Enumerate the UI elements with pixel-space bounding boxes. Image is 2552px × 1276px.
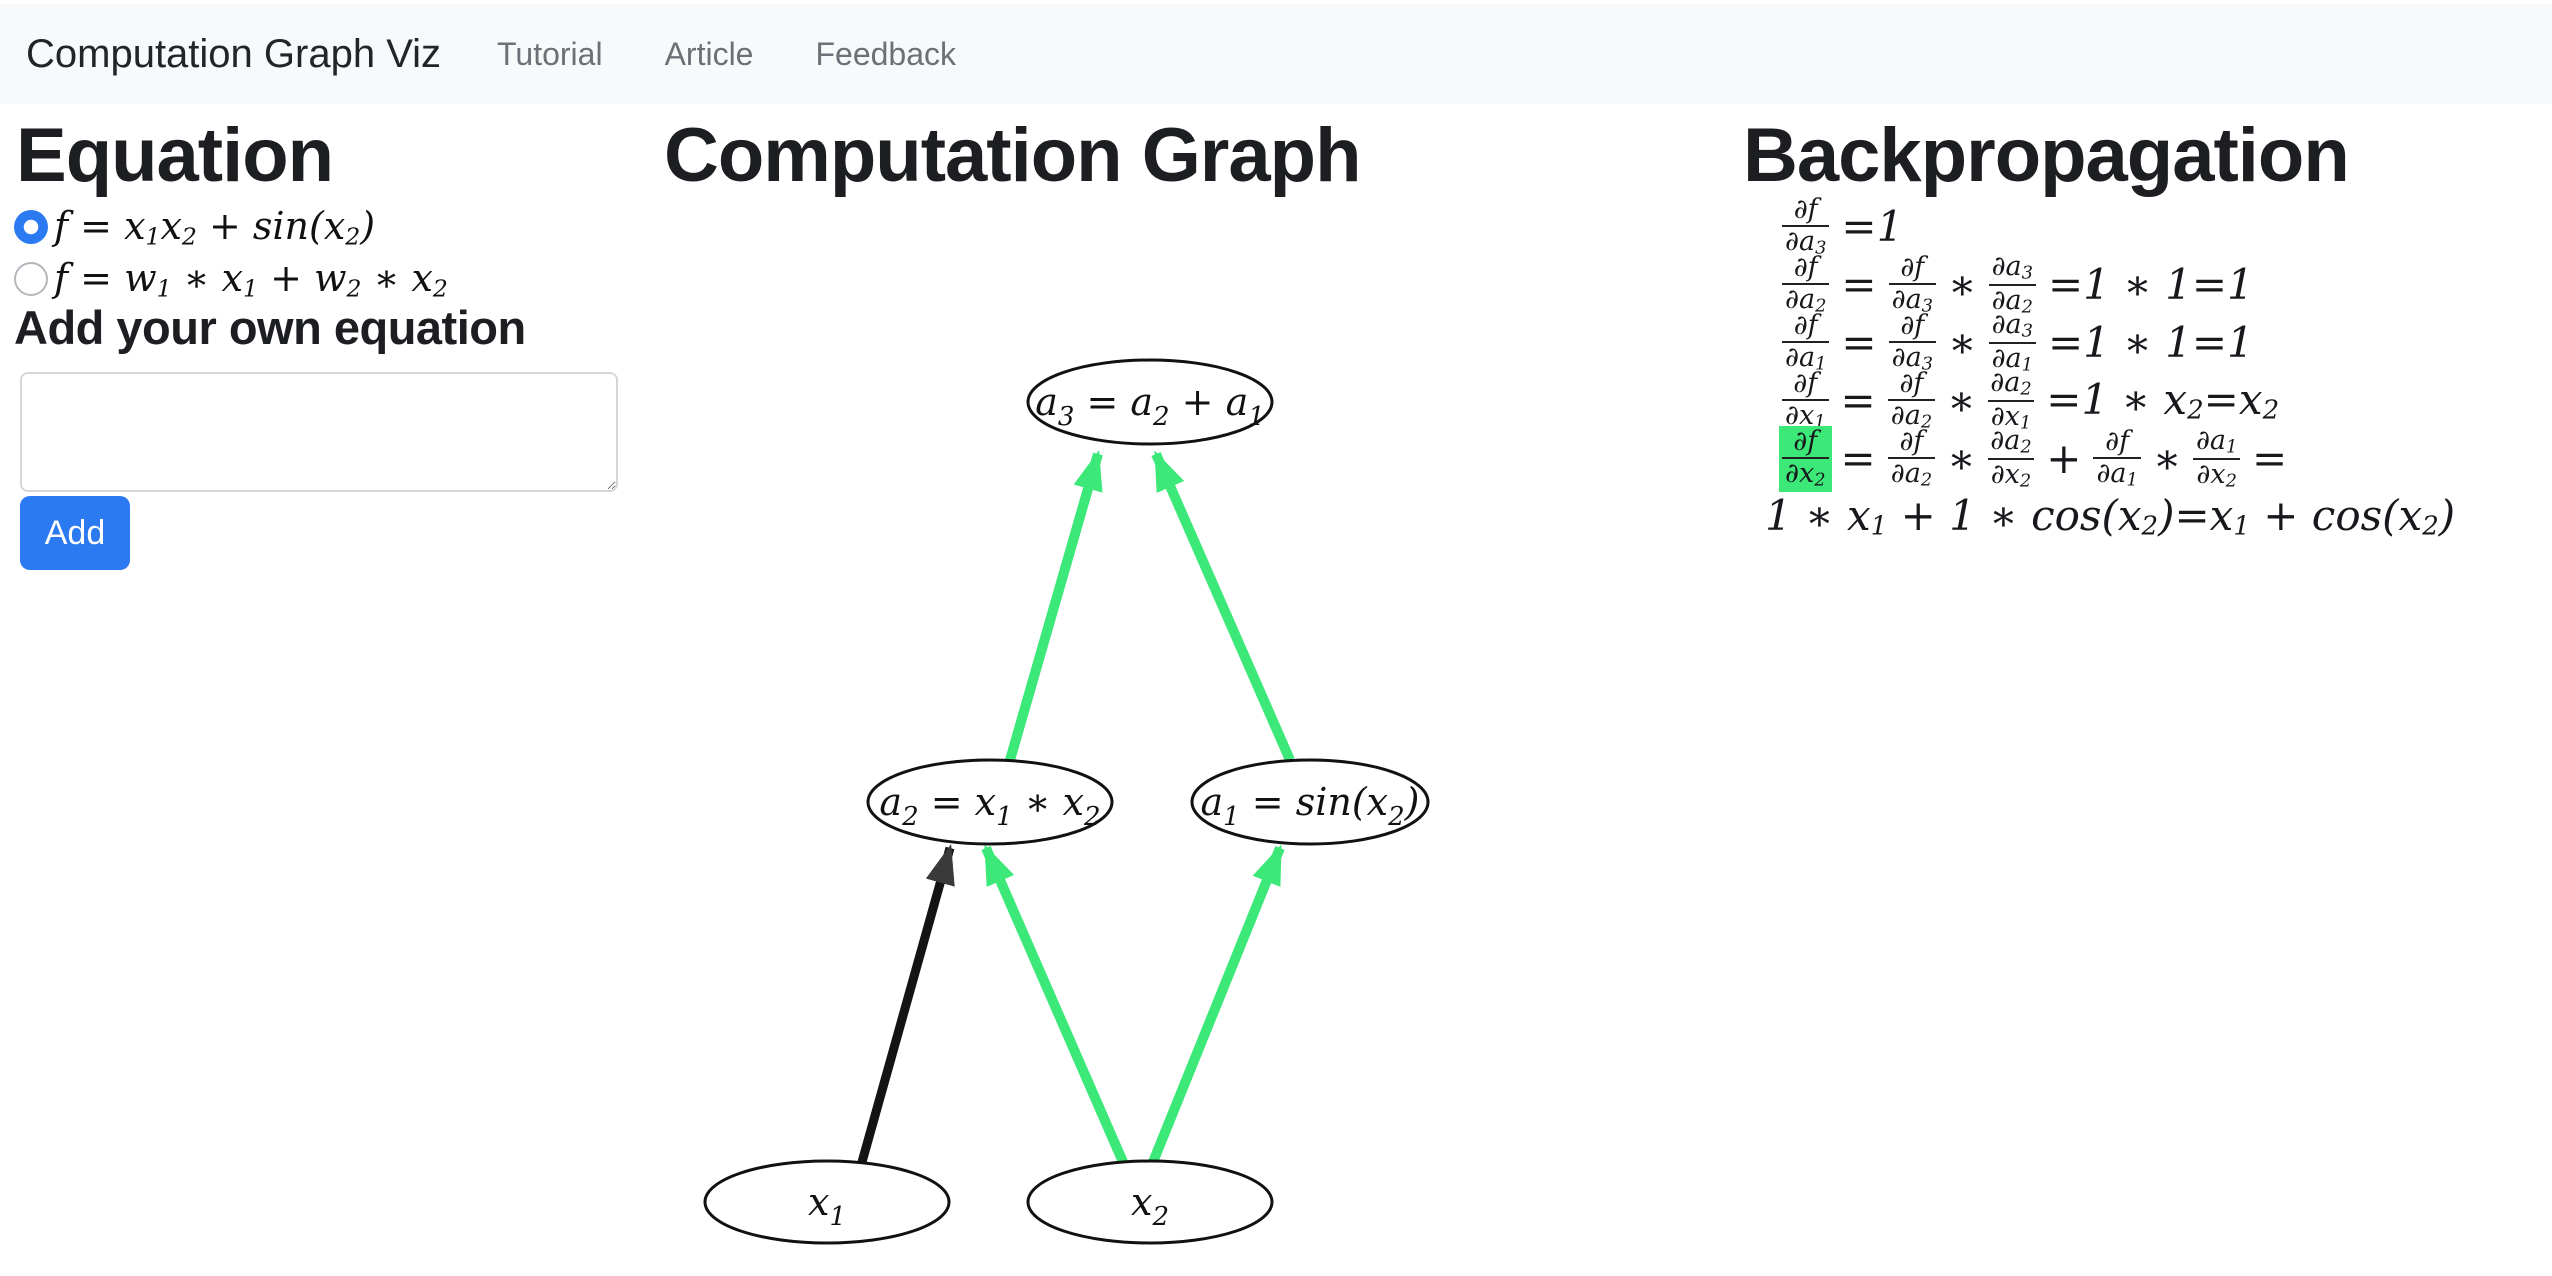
computation-graph-svg: a3 = a2 + a1 a2 = x1 ∗ x2 a1 = sin(x2) x1 x2 — [703, 358, 1430, 1245]
graph-node-label: a2 = x1 ∗ x2 — [879, 780, 1100, 832]
backprop-equations: ∂f∂a3=1∂f∂a2=∂f∂a3∗∂a3∂a2=1 ∗ 1=1∂f∂a1=∂… — [1765, 194, 2455, 546]
backprop-fraction: ∂f∂a2 — [1779, 252, 1832, 318]
add-equation-heading: Add your own equation — [14, 301, 526, 354]
navbar-links: Tutorial Article Feedback — [497, 36, 956, 73]
backprop-text: =1 ∗ 1=1 — [2047, 260, 2254, 309]
backprop-text: 1 ∗ x1 + 1 ∗ cos(x2)=x1 + cos(x2) — [1765, 490, 2456, 542]
backprop-text: = — [1840, 434, 1876, 483]
backprop-fraction: ∂f∂a3 — [1779, 194, 1832, 260]
backprop-fraction: ∂f∂a1 — [1779, 310, 1832, 376]
main-content: Equation f = x1x2 + sin(x2) f = w1 ∗ x1 … — [0, 104, 2552, 1272]
navbar: Computation Graph Viz Tutorial Article F… — [0, 4, 2552, 104]
backprop-fraction: ∂a3∂a2 — [1986, 251, 2039, 318]
backprop-line-3: ∂f∂a1=∂f∂a3∗∂a3∂a1=1 ∗ 1=1 — [1779, 310, 2455, 375]
equation-option-1-label[interactable]: f = x1x2 + sin(x2) — [54, 203, 376, 251]
equation-input[interactable] — [20, 372, 618, 492]
equation-option-2-label[interactable]: f = w1 ∗ x1 + w2 ∗ x2 — [54, 255, 448, 303]
backprop-line-5: ∂f∂x2=∂f∂a2∗∂a2∂x2+∂f∂a1∗∂a1∂x2= — [1779, 426, 2455, 492]
backprop-text: ∗ — [1947, 434, 1976, 483]
backprop-text: = — [2251, 434, 2288, 483]
backprop-text: = — [1840, 376, 1876, 425]
graph-node-label: a1 = sin(x2) — [1201, 780, 1420, 832]
graph-edge-x2-a2 — [981, 844, 1128, 1164]
equation-option-1[interactable]: f = x1x2 + sin(x2) — [14, 202, 375, 252]
backprop-fraction: ∂a2∂x1 — [1985, 367, 2038, 434]
backprop-fraction: ∂f∂x1 — [1779, 368, 1832, 434]
backprop-fraction-highlighted: ∂f∂x2 — [1779, 426, 1832, 492]
graph-node-label: x1 — [808, 1180, 846, 1232]
nav-link-article[interactable]: Article — [664, 35, 754, 72]
graph-panel-title: Computation Graph — [664, 113, 1362, 198]
backprop-text: ∗ — [1947, 376, 1976, 425]
graph-edge-x1-a2 — [857, 844, 955, 1164]
backprop-text: =1 ∗ 1=1 — [2047, 318, 2254, 367]
backprop-line-4: ∂f∂x1=∂f∂a2∗∂a2∂x1=1 ∗ x2=x2 — [1779, 368, 2455, 433]
backprop-fraction: ∂a1∂x2 — [2190, 425, 2243, 492]
graph-edge-a2-a3 — [1005, 450, 1103, 762]
graph-node-a3[interactable]: a3 = a2 + a1 — [1026, 358, 1274, 446]
backprop-text: ∗ — [2152, 434, 2182, 483]
graph-node-x2[interactable]: x2 — [1026, 1159, 1274, 1245]
backprop-line-6: 1 ∗ x1 + 1 ∗ cos(x2)=x1 + cos(x2) — [1765, 488, 2455, 546]
backprop-panel-title: Backpropagation — [1743, 113, 2350, 198]
graph-node-a1[interactable]: a1 = sin(x2) — [1190, 758, 1430, 846]
backprop-text: = — [1841, 260, 1877, 309]
equation-option-2[interactable]: f = w1 ∗ x1 + w2 ∗ x2 — [14, 254, 448, 304]
nav-link-feedback[interactable]: Feedback — [815, 35, 956, 72]
backprop-fraction: ∂f∂a2 — [1885, 368, 1938, 434]
backprop-text: ∗ — [1948, 318, 1977, 367]
graph-node-x1[interactable]: x1 — [703, 1159, 951, 1245]
graph-node-a2[interactable]: a2 = x1 ∗ x2 — [866, 758, 1114, 846]
nav-link-tutorial[interactable]: Tutorial — [497, 35, 603, 72]
graph-node-label: x2 — [1131, 1180, 1169, 1232]
backprop-fraction: ∂a2∂x2 — [1985, 425, 2038, 492]
navbar-brand[interactable]: Computation Graph Viz — [26, 31, 442, 76]
add-equation-button[interactable]: Add — [20, 496, 130, 570]
backprop-text: =1 ∗ x2=x2 — [2046, 374, 2280, 426]
backprop-fraction: ∂a3∂a1 — [1986, 309, 2039, 376]
backprop-line-1: ∂f∂a3=1 — [1779, 194, 2455, 258]
backprop-text: ∗ — [1948, 260, 1977, 309]
backprop-line-2: ∂f∂a2=∂f∂a3∗∂a3∂a2=1 ∗ 1=1 — [1779, 252, 2455, 317]
backprop-text: + — [2046, 434, 2082, 483]
graph-node-label: a3 = a2 + a1 — [1035, 380, 1265, 432]
backprop-fraction: ∂f∂a1 — [2090, 426, 2143, 492]
graph-edge-a1-a3 — [1151, 450, 1295, 763]
radio-unchecked-icon[interactable] — [14, 262, 48, 296]
radio-checked-icon[interactable] — [14, 210, 48, 244]
backprop-fraction: ∂f∂a3 — [1886, 310, 1939, 376]
equation-panel-title: Equation — [16, 113, 334, 198]
backprop-fraction: ∂f∂a2 — [1885, 426, 1938, 492]
backprop-fraction: ∂f∂a3 — [1886, 252, 1939, 318]
backprop-text: =1 — [1841, 202, 1904, 251]
graph-edge-x2-a1 — [1148, 844, 1285, 1164]
backprop-text: = — [1841, 318, 1877, 367]
